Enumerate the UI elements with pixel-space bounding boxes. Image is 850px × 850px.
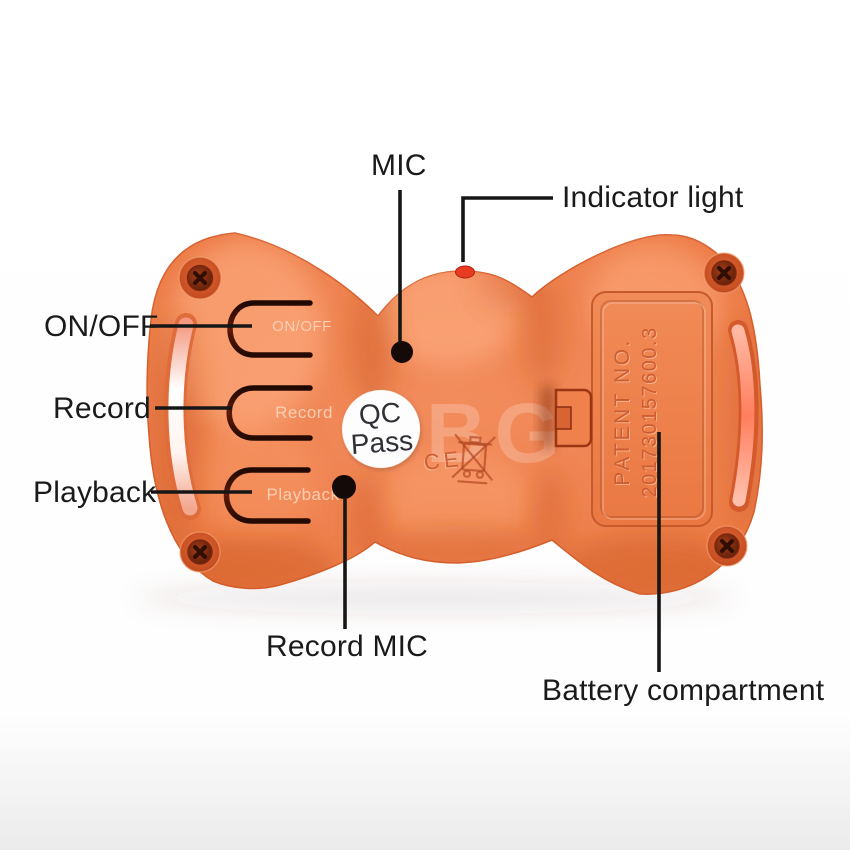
- svg-text:201730157600.3: 201730157600.3: [639, 326, 661, 497]
- body-highlights: [167, 240, 721, 546]
- ce-mark: CE CE: [422, 446, 464, 476]
- left-side-slot: [164, 313, 201, 520]
- playback-button-groove: [223, 467, 311, 524]
- svg-text:PATENT NO.: PATENT NO.: [612, 339, 635, 487]
- svg-text:CE: CE: [423, 446, 464, 475]
- record-button-groove: [226, 385, 313, 441]
- svg-text:201730157600.3: 201730157600.3: [640, 327, 662, 498]
- ground-shadow: [135, 582, 735, 614]
- qc-sticker-line2: Pass: [350, 425, 414, 460]
- label-mic: MIC: [371, 149, 427, 182]
- svg-text:PATENT NO.: PATENT NO.: [611, 338, 634, 486]
- playback-button-label: Playback: [267, 485, 340, 504]
- on-off-button-groove: [227, 300, 313, 358]
- indicator-light-callout-line: [461, 196, 553, 262]
- callouts: [150, 190, 661, 672]
- indicator-led: [455, 265, 475, 279]
- label-playback: Playback: [33, 476, 157, 509]
- patent-text: PATENT NO. PATENT NO. 201730157600.3 201…: [611, 326, 662, 498]
- qc-sticker-line1: QC: [358, 397, 402, 431]
- record-mic-hole: [332, 475, 356, 499]
- weee-bin-icon: [451, 433, 496, 485]
- qc-pass-sticker: QC Pass: [342, 390, 420, 468]
- battery-door: PATENT NO. PATENT NO. 201730157600.3 201…: [585, 291, 713, 527]
- watermark: BG: [426, 386, 568, 480]
- on-off-button-label: ON/OFF: [272, 318, 332, 335]
- right-side-slot: [728, 320, 759, 512]
- screws: [178, 252, 748, 573]
- screw-top-right: [703, 252, 745, 294]
- label-battery-compartment: Battery compartment: [542, 674, 825, 707]
- record-button-label: Record: [275, 403, 333, 422]
- label-record: Record: [53, 392, 151, 425]
- button-grooves: [223, 300, 313, 524]
- label-indicator-light: Indicator light: [562, 181, 744, 214]
- label-on-off: ON/OFF: [44, 310, 159, 343]
- label-record-mic: Record MIC: [266, 630, 429, 663]
- svg-text:CE: CE: [422, 447, 463, 476]
- mic-hole: [391, 341, 413, 363]
- screw-bottom-right: [706, 525, 748, 567]
- screw-bottom-left: [179, 531, 221, 573]
- battery-door-latch: [541, 386, 593, 448]
- screw-top-left: [178, 256, 222, 300]
